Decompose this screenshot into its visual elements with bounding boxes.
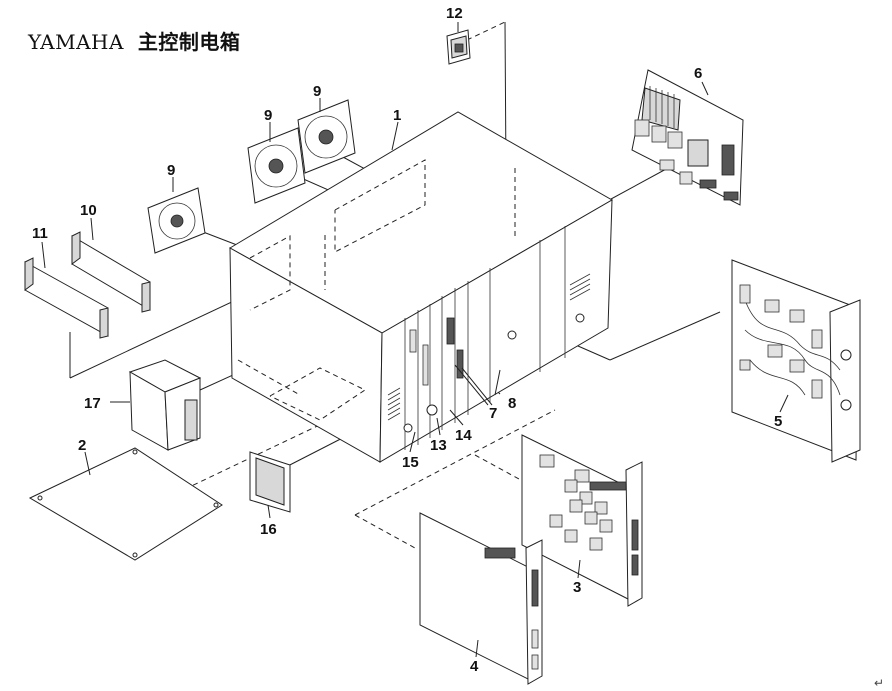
part-10-bracket xyxy=(71,231,151,313)
callout-16: 16 xyxy=(260,521,277,538)
callout-15: 15 xyxy=(402,454,419,471)
callout-3: 3 xyxy=(573,579,581,596)
callout-7: 7 xyxy=(489,405,497,422)
callout-6: 6 xyxy=(694,65,702,82)
diagram-title: YAMAHA 主控制电箱 xyxy=(28,26,240,55)
part-3-cpu-card xyxy=(521,434,643,607)
callout-13: 13 xyxy=(430,437,447,454)
callout-9-right: 9 xyxy=(313,83,321,100)
part-16-plate xyxy=(249,451,291,513)
part-1-main-enclosure xyxy=(229,111,614,463)
callout-5: 5 xyxy=(774,413,782,430)
callout-9-left: 9 xyxy=(167,162,175,179)
callout-11: 11 xyxy=(32,225,48,242)
callout-leaders xyxy=(41,22,789,658)
part-4-io-card xyxy=(419,512,543,685)
part-9-fans xyxy=(147,99,356,254)
callout-2: 2 xyxy=(78,437,86,454)
callout-labels: 1 2 3 4 5 6 7 8 9 9 9 10 11 12 13 14 15 … xyxy=(32,5,884,690)
part-12-transformer xyxy=(446,29,471,65)
part-2-base-plate xyxy=(28,447,223,561)
part-6-power-board xyxy=(631,69,744,206)
part-11-bracket xyxy=(24,257,109,339)
callout-1: 1 xyxy=(393,107,401,124)
callout-9-middle: 9 xyxy=(264,107,272,124)
callout-4: 4 xyxy=(470,658,479,675)
title-subtitle: 主控制电箱 xyxy=(137,30,241,54)
callout-10: 10 xyxy=(80,202,97,219)
callout-12: 12 xyxy=(446,5,463,22)
part-17-power-supply xyxy=(128,359,202,451)
callout-17: 17 xyxy=(84,395,101,412)
return-mark: ↵ xyxy=(874,676,884,690)
callout-14: 14 xyxy=(455,427,472,444)
title-brand: YAMAHA xyxy=(28,30,124,54)
callout-8: 8 xyxy=(508,395,516,412)
part-5-connector-board xyxy=(731,259,861,463)
